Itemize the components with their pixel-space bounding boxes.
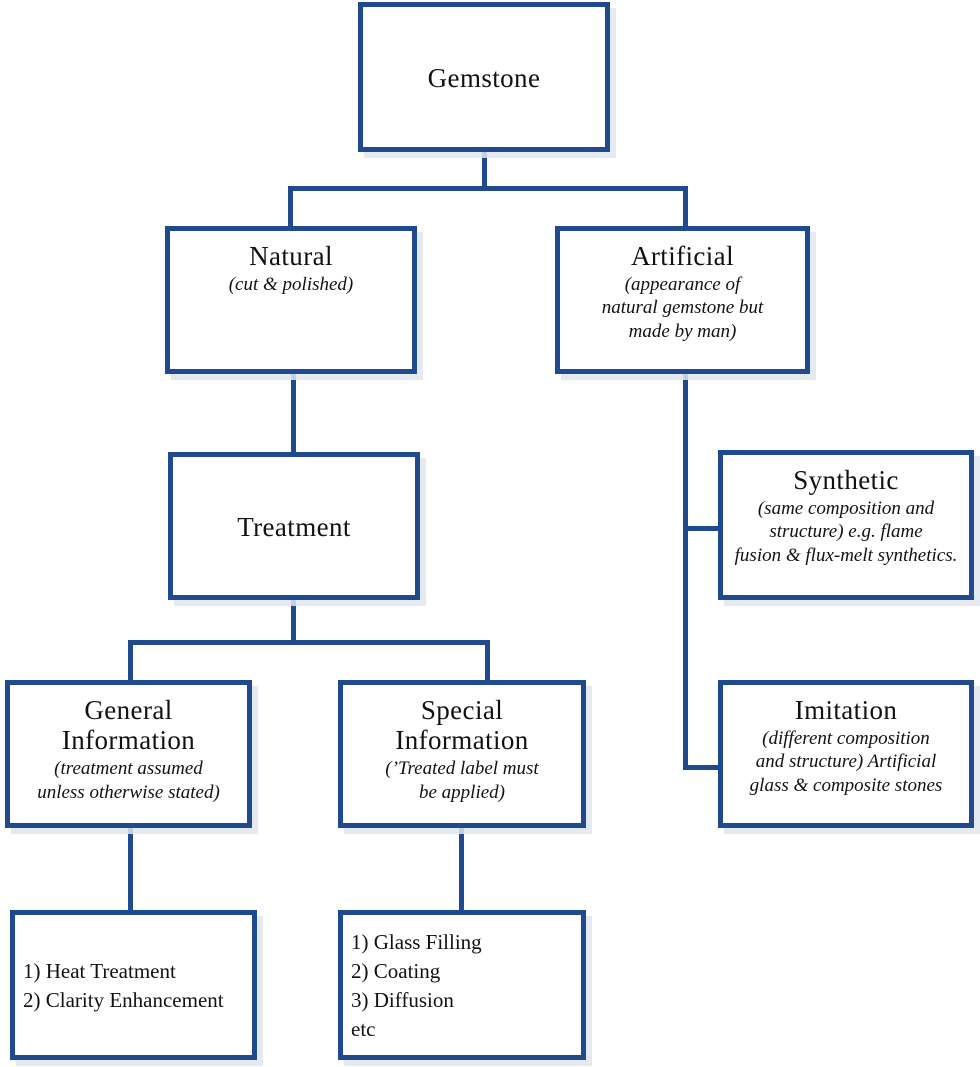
connector-general-to-list (128, 826, 133, 914)
node-imitation[interactable]: Imitation (different composition and str… (718, 680, 974, 828)
node-special-information-title: Special Information (395, 695, 529, 756)
node-natural[interactable]: Natural (cut & polished) (165, 226, 417, 374)
connector-natural-to-treatment (291, 372, 296, 456)
connector-special-to-list (459, 826, 464, 914)
node-artificial-subtitle: (appearance of natural gemstone but made… (601, 274, 764, 342)
node-gemstone-title: Gemstone (427, 62, 541, 93)
connector-treatment-down (291, 598, 296, 644)
node-artificial-title: Artificial (631, 241, 734, 271)
node-natural-subtitle: (cut & polished) (228, 274, 354, 296)
node-imitation-title: Imitation (794, 695, 898, 725)
connector-to-artificial (683, 186, 688, 230)
node-general-information-subtitle: (treatment assumed unless otherwise stat… (37, 758, 220, 803)
node-artificial[interactable]: Artificial (appearance of natural gemsto… (555, 226, 810, 374)
node-special-information-subtitle: (’Treated label must be applied) (385, 758, 539, 803)
connector-to-imitation (683, 765, 723, 770)
node-treatment-title: Treatment (237, 511, 351, 542)
node-natural-title: Natural (249, 241, 333, 271)
node-synthetic[interactable]: Synthetic (same composition and structur… (718, 450, 974, 600)
connector-to-general-information (128, 640, 133, 684)
node-gemstone[interactable]: Gemstone (358, 2, 610, 152)
connector-to-synthetic (683, 526, 723, 531)
general-treatment-items: 1) Heat Treatment 2) Clarity Enhancement (23, 959, 224, 1012)
special-treatment-items: 1) Glass Filling 2) Coating 3) Diffusion… (351, 930, 482, 1041)
connector-to-natural (288, 186, 293, 230)
connector-to-special-information (485, 640, 490, 684)
node-special-information-list[interactable]: 1) Glass Filling 2) Coating 3) Diffusion… (338, 910, 586, 1060)
node-synthetic-subtitle: (same composition and structure) e.g. fl… (734, 498, 958, 566)
node-imitation-subtitle: (different composition and structure) Ar… (749, 728, 943, 796)
connector-artificial-spine (683, 372, 688, 770)
node-synthetic-title: Synthetic (793, 465, 899, 495)
node-treatment[interactable]: Treatment (168, 452, 420, 600)
node-general-information-list[interactable]: 1) Heat Treatment 2) Clarity Enhancement (10, 910, 257, 1060)
node-special-information[interactable]: Special Information (’Treated label must… (338, 680, 586, 828)
connector-treatment-split-bar (128, 640, 490, 645)
connector-gemstone-split-bar (288, 186, 688, 191)
connector-gemstone-down (482, 150, 487, 190)
node-general-information-title: General Information (61, 695, 196, 756)
node-general-information[interactable]: General Information (treatment assumed u… (5, 680, 252, 828)
